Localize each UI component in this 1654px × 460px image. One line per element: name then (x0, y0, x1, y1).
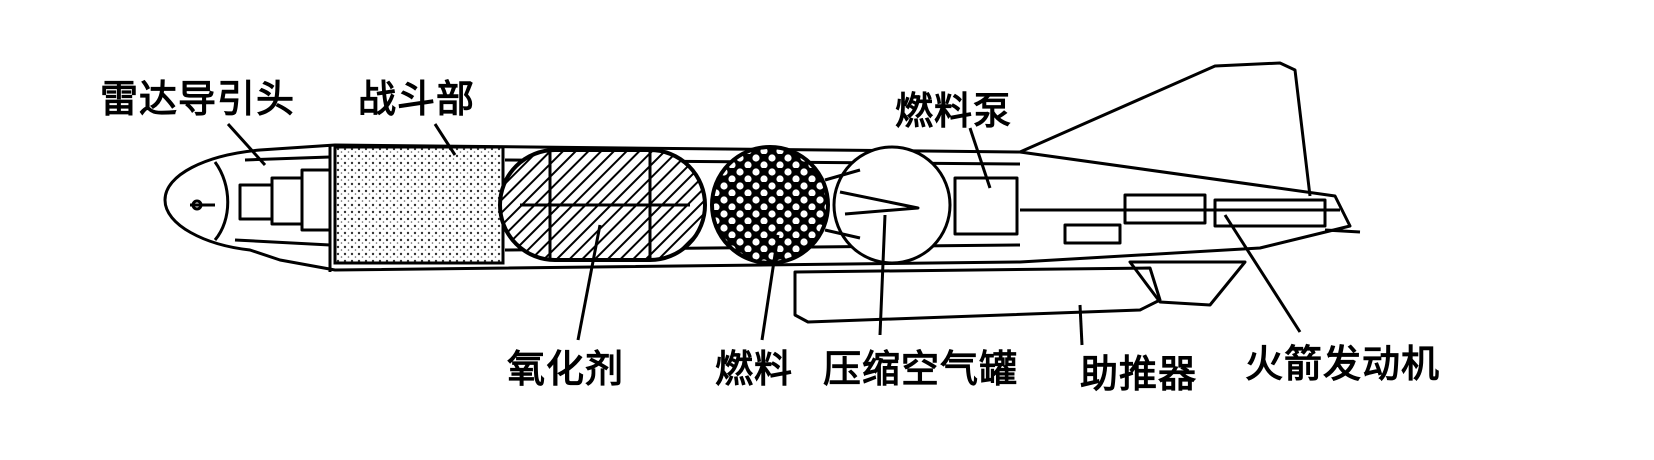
label-fuel-pump: 燃料泵 (895, 89, 1013, 133)
tail-fin (1019, 61, 1312, 197)
radar-seeker-unit (238, 183, 274, 221)
label-oxidizer: 氧化剂 (507, 347, 625, 391)
leader-rocket-engine (1223, 214, 1302, 333)
booster-body (793, 266, 1162, 324)
leader-compressed-air (878, 214, 887, 336)
leader-oxidizer (576, 224, 602, 341)
label-fuel: 燃料 (715, 347, 794, 391)
leader-booster (1078, 304, 1084, 346)
label-rocket-engine: 火箭发动机 (1245, 342, 1441, 386)
label-warhead: 战斗部 (358, 77, 476, 121)
leader-warhead (433, 123, 457, 156)
missile-body (163, 143, 1352, 272)
label-booster: 助推器 (1080, 352, 1198, 396)
leader-fuel (760, 234, 780, 341)
leader-radar-seeker (226, 122, 267, 167)
fuel-tank-sphere (710, 145, 830, 265)
warhead-section (333, 145, 505, 265)
fuel-pump-box (953, 176, 1019, 236)
label-radar-seeker: 雷达导引头 (100, 77, 296, 121)
compressed-air-tank-sphere (832, 145, 952, 265)
label-compressed-air-tank: 压缩空气罐 (823, 347, 1019, 391)
leader-fuel-pump (968, 127, 992, 189)
